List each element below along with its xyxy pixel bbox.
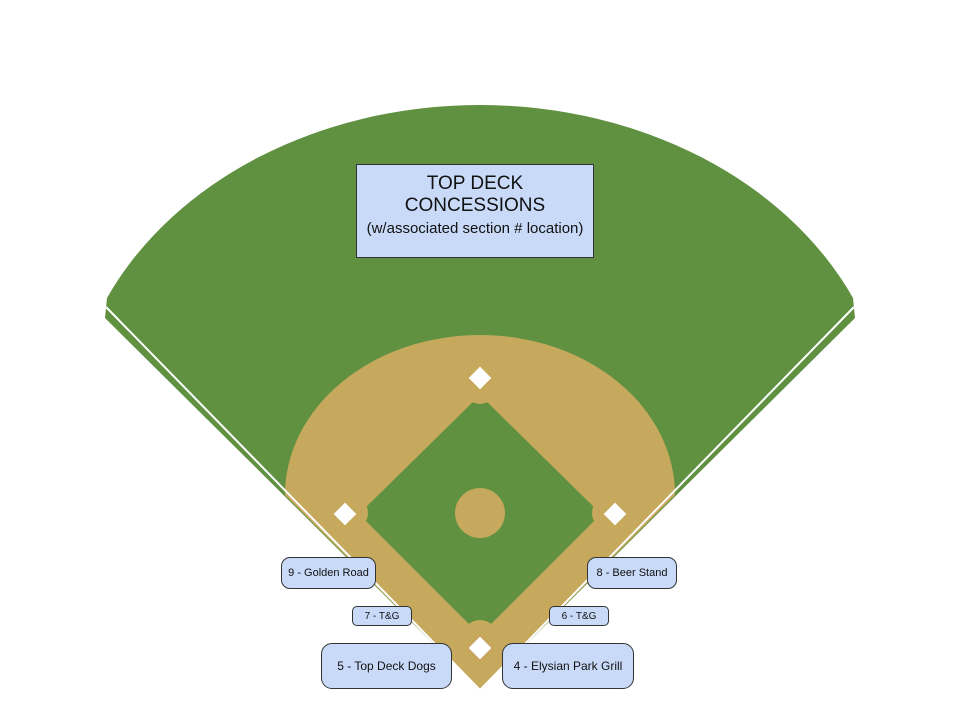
concession-label: 5 - Top Deck Dogs — [337, 659, 436, 673]
concession-elysian-park-grill[interactable]: 4 - Elysian Park Grill — [502, 643, 634, 689]
pitchers-mound — [455, 488, 505, 538]
concession-label: 6 - T&G — [561, 610, 597, 622]
third-base-foul-line — [105, 306, 481, 691]
concession-top-deck-dogs[interactable]: 5 - Top Deck Dogs — [321, 643, 452, 689]
title-line-1: TOP DECK — [426, 173, 524, 194]
first-base-foul-line — [479, 306, 855, 691]
third-base — [333, 502, 357, 526]
title-line-2: CONCESSIONS — [404, 195, 546, 216]
first-base — [603, 502, 627, 526]
subtitle: (w/associated section # location) — [366, 220, 584, 237]
concession-tg-7[interactable]: 7 - T&G — [352, 606, 412, 626]
concession-label: 9 - Golden Road — [288, 567, 369, 579]
home-plate — [468, 636, 492, 660]
concession-tg-6[interactable]: 6 - T&G — [549, 606, 609, 626]
concession-label: 8 - Beer Stand — [596, 567, 668, 579]
concession-beer-stand[interactable]: 8 - Beer Stand — [587, 557, 677, 589]
top-deck-concessions-title-box: TOP DECK CONCESSIONS (w/associated secti… — [356, 164, 594, 258]
second-base — [468, 366, 492, 390]
concession-label: 7 - T&G — [364, 610, 400, 622]
concession-label: 4 - Elysian Park Grill — [513, 659, 623, 673]
concession-golden-road[interactable]: 9 - Golden Road — [281, 557, 376, 589]
